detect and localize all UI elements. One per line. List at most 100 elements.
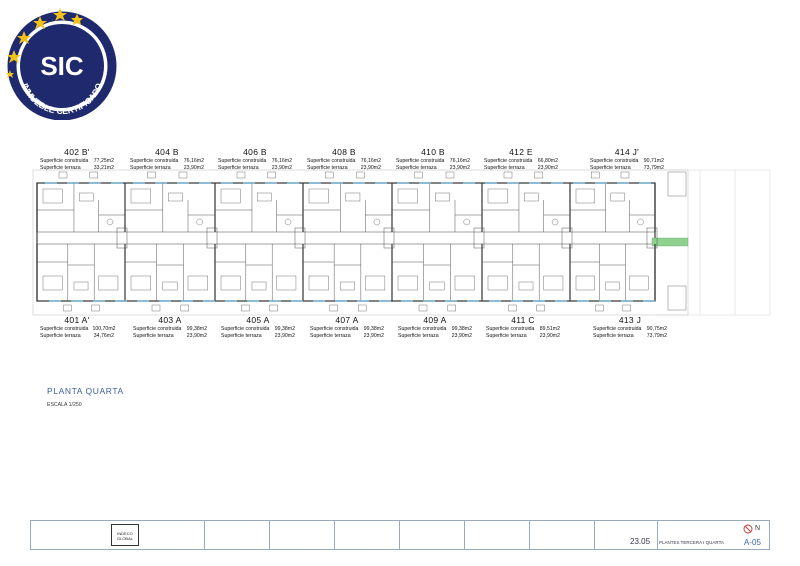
terraza-value: 23,90m2: [363, 332, 384, 339]
terraza-label: Superficie terraza: [307, 164, 348, 171]
bed-icon: [130, 275, 151, 291]
terraza-value: 23,90m2: [537, 164, 558, 171]
bed-icon: [543, 275, 564, 291]
unit-code: 411 C: [511, 315, 535, 325]
central-corridor: [36, 231, 656, 245]
unit-code: 414 J': [614, 147, 640, 157]
construida-value: 99,38m2: [186, 326, 207, 332]
table-icon: [610, 192, 625, 202]
unit-code: 404 B: [155, 147, 179, 157]
terraza-label: Superficie terraza: [590, 164, 631, 171]
terrace-chair-icon: [63, 304, 72, 312]
terrace-chair-icon: [269, 304, 278, 312]
title-block-sheet-name: PLANTES TERCERA I QUARTA: [659, 540, 725, 545]
fixture-icon: [373, 218, 381, 226]
terrace-chair-icon: [147, 171, 156, 179]
fixture-icon: [463, 218, 470, 226]
star-icon: [7, 50, 21, 63]
green-strip: [651, 237, 689, 247]
terrace-chair-icon: [536, 304, 545, 312]
star-icon: [33, 16, 47, 29]
core-shaft: [294, 227, 306, 249]
bed-icon: [187, 275, 208, 291]
core-shaft: [646, 227, 658, 249]
star-icon: [53, 8, 67, 21]
construida-value: 100,70m2: [92, 326, 116, 332]
terrace-chair-icon: [357, 304, 367, 312]
title-block-date: 23.05: [630, 537, 651, 546]
terrace-chair-icon: [58, 171, 68, 179]
adjacent-outline: [655, 169, 771, 316]
construida-label: Superficie construida: [40, 158, 89, 164]
construida-value: 90,71m2: [643, 158, 664, 164]
construida-label: Superficie construida: [484, 158, 533, 164]
construida-value: 76,16m2: [271, 158, 292, 164]
terraza-value: 23,90m2: [449, 164, 470, 171]
table-icon: [340, 281, 355, 291]
bed-icon: [454, 275, 475, 291]
construida-label: Superficie construida: [40, 326, 89, 332]
terraza-label: Superficie terraza: [133, 332, 174, 339]
bed-icon: [220, 275, 241, 291]
terrace-chair-icon: [267, 171, 276, 179]
terrace-chair-icon: [236, 171, 246, 179]
table-icon: [167, 192, 183, 202]
core-shaft: [116, 227, 128, 249]
terrace-chair-icon: [329, 304, 338, 312]
unit-code: 412 E: [509, 147, 533, 157]
unit-code: 406 B: [243, 147, 267, 157]
table-icon: [73, 281, 89, 291]
bed-icon: [397, 188, 418, 204]
table-icon: [251, 281, 267, 291]
table-icon: [518, 281, 534, 291]
bed-icon: [42, 188, 63, 204]
bed-icon: [487, 275, 508, 291]
construida-label: Superficie construida: [133, 326, 182, 332]
star-icon: [6, 70, 14, 78]
terrace-chair-icon: [445, 171, 455, 179]
construida-label: Superficie construida: [398, 326, 447, 332]
bed-icon: [487, 188, 508, 204]
terraza-value: 23,90m2: [271, 164, 292, 171]
unit-code: 409 A: [423, 315, 447, 325]
construida-value: 90,75m2: [646, 326, 667, 332]
unit-code: 410 B: [421, 147, 445, 157]
star-icons: [6, 8, 83, 78]
terrace-chair-icon: [503, 171, 513, 179]
terraza-value: 33,21m2: [93, 164, 114, 171]
construida-value: 76,16m2: [183, 158, 204, 164]
sic-certified-badge: SIC INMUEBLE CERTIFICADO: [6, 8, 117, 120]
construida-label: Superficie construida: [221, 326, 270, 332]
unit-code: 407 A: [335, 315, 359, 325]
bed-icon: [98, 275, 119, 291]
construida-value: 99,38m2: [451, 326, 472, 332]
terrace-chair-icon: [622, 304, 631, 312]
construida-label: Superficie construida: [130, 158, 179, 164]
bed-icon: [308, 275, 329, 291]
construida-label: Superficie construida: [307, 158, 356, 164]
terrace-chair-icon: [534, 171, 543, 179]
fixture-icon: [284, 218, 292, 226]
unit-code: 401 A': [64, 315, 90, 325]
unit-code: 408 B: [332, 147, 356, 157]
terrace-chair-icon: [418, 304, 428, 312]
terrace-outline: [32, 169, 689, 316]
table-icon: [605, 281, 620, 291]
table-icon: [435, 192, 450, 202]
terrace-chair-icon: [620, 171, 630, 179]
terraza-value: 23,90m2: [451, 332, 472, 339]
terraza-value: 73,79m2: [646, 332, 667, 339]
terraza-value: 34,76m2: [93, 332, 114, 339]
core-shaft: [473, 227, 485, 249]
bed-icon: [575, 275, 595, 291]
bed-icon: [220, 188, 241, 204]
terraza-value: 23,90m2: [360, 164, 381, 171]
terrace-chair-icon: [180, 304, 190, 312]
